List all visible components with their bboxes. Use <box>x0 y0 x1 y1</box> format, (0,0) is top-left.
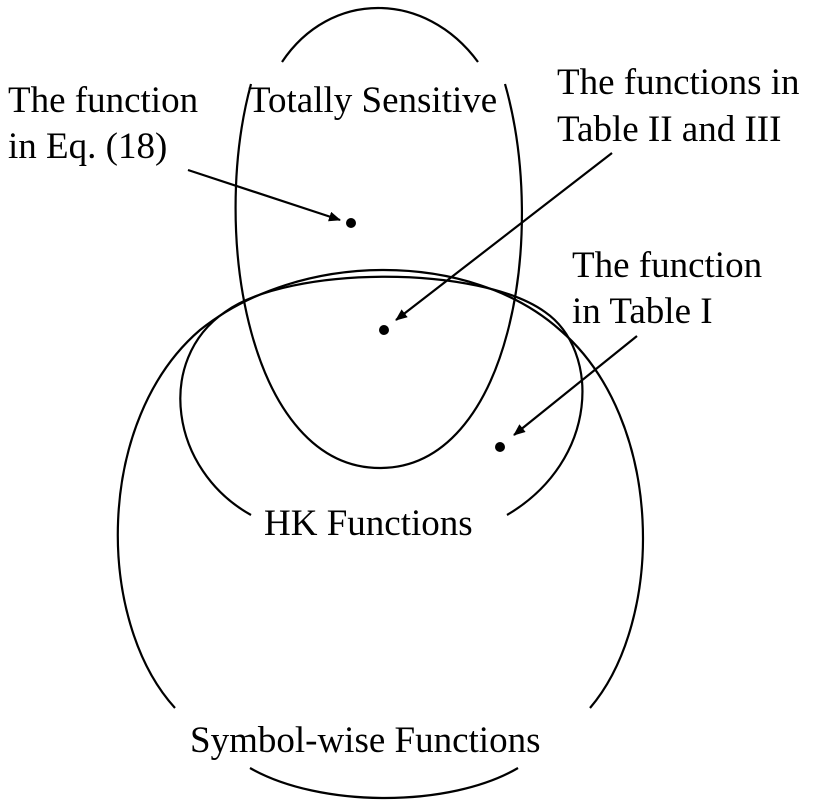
hk-functions-label: HK Functions <box>264 503 473 544</box>
eq18-annotation-line1: The function <box>8 80 198 121</box>
tables-2-3-annotation-line1: The functions in <box>557 62 800 103</box>
table-1-arrow <box>513 335 638 436</box>
symbol-wise-functions-set-outline <box>116 269 645 709</box>
totally-sensitive-set-outline-top <box>281 7 479 63</box>
table-1-annotation-line2: in Table I <box>572 291 713 332</box>
symbol-wise-functions-set-outline-bottom <box>249 767 519 800</box>
tables-2-3-arrow <box>395 152 613 321</box>
table-1-annotation-line1: The function <box>572 245 762 286</box>
hk-functions-set-outline <box>179 275 584 516</box>
totally-sensitive-label: Totally Sensitive <box>248 80 497 121</box>
tables-2-3-point <box>379 325 389 335</box>
totally-sensitive-set-outline <box>234 83 524 470</box>
eq18-annotation-line2: in Eq. (18) <box>8 126 167 167</box>
eq18-arrow <box>187 168 341 222</box>
tables-2-3-annotation-line2: Table II and III <box>557 109 781 150</box>
table-1-point <box>495 442 505 452</box>
eq18-point <box>346 218 356 228</box>
symbol-wise-functions-label: Symbol-wise Functions <box>190 720 541 761</box>
